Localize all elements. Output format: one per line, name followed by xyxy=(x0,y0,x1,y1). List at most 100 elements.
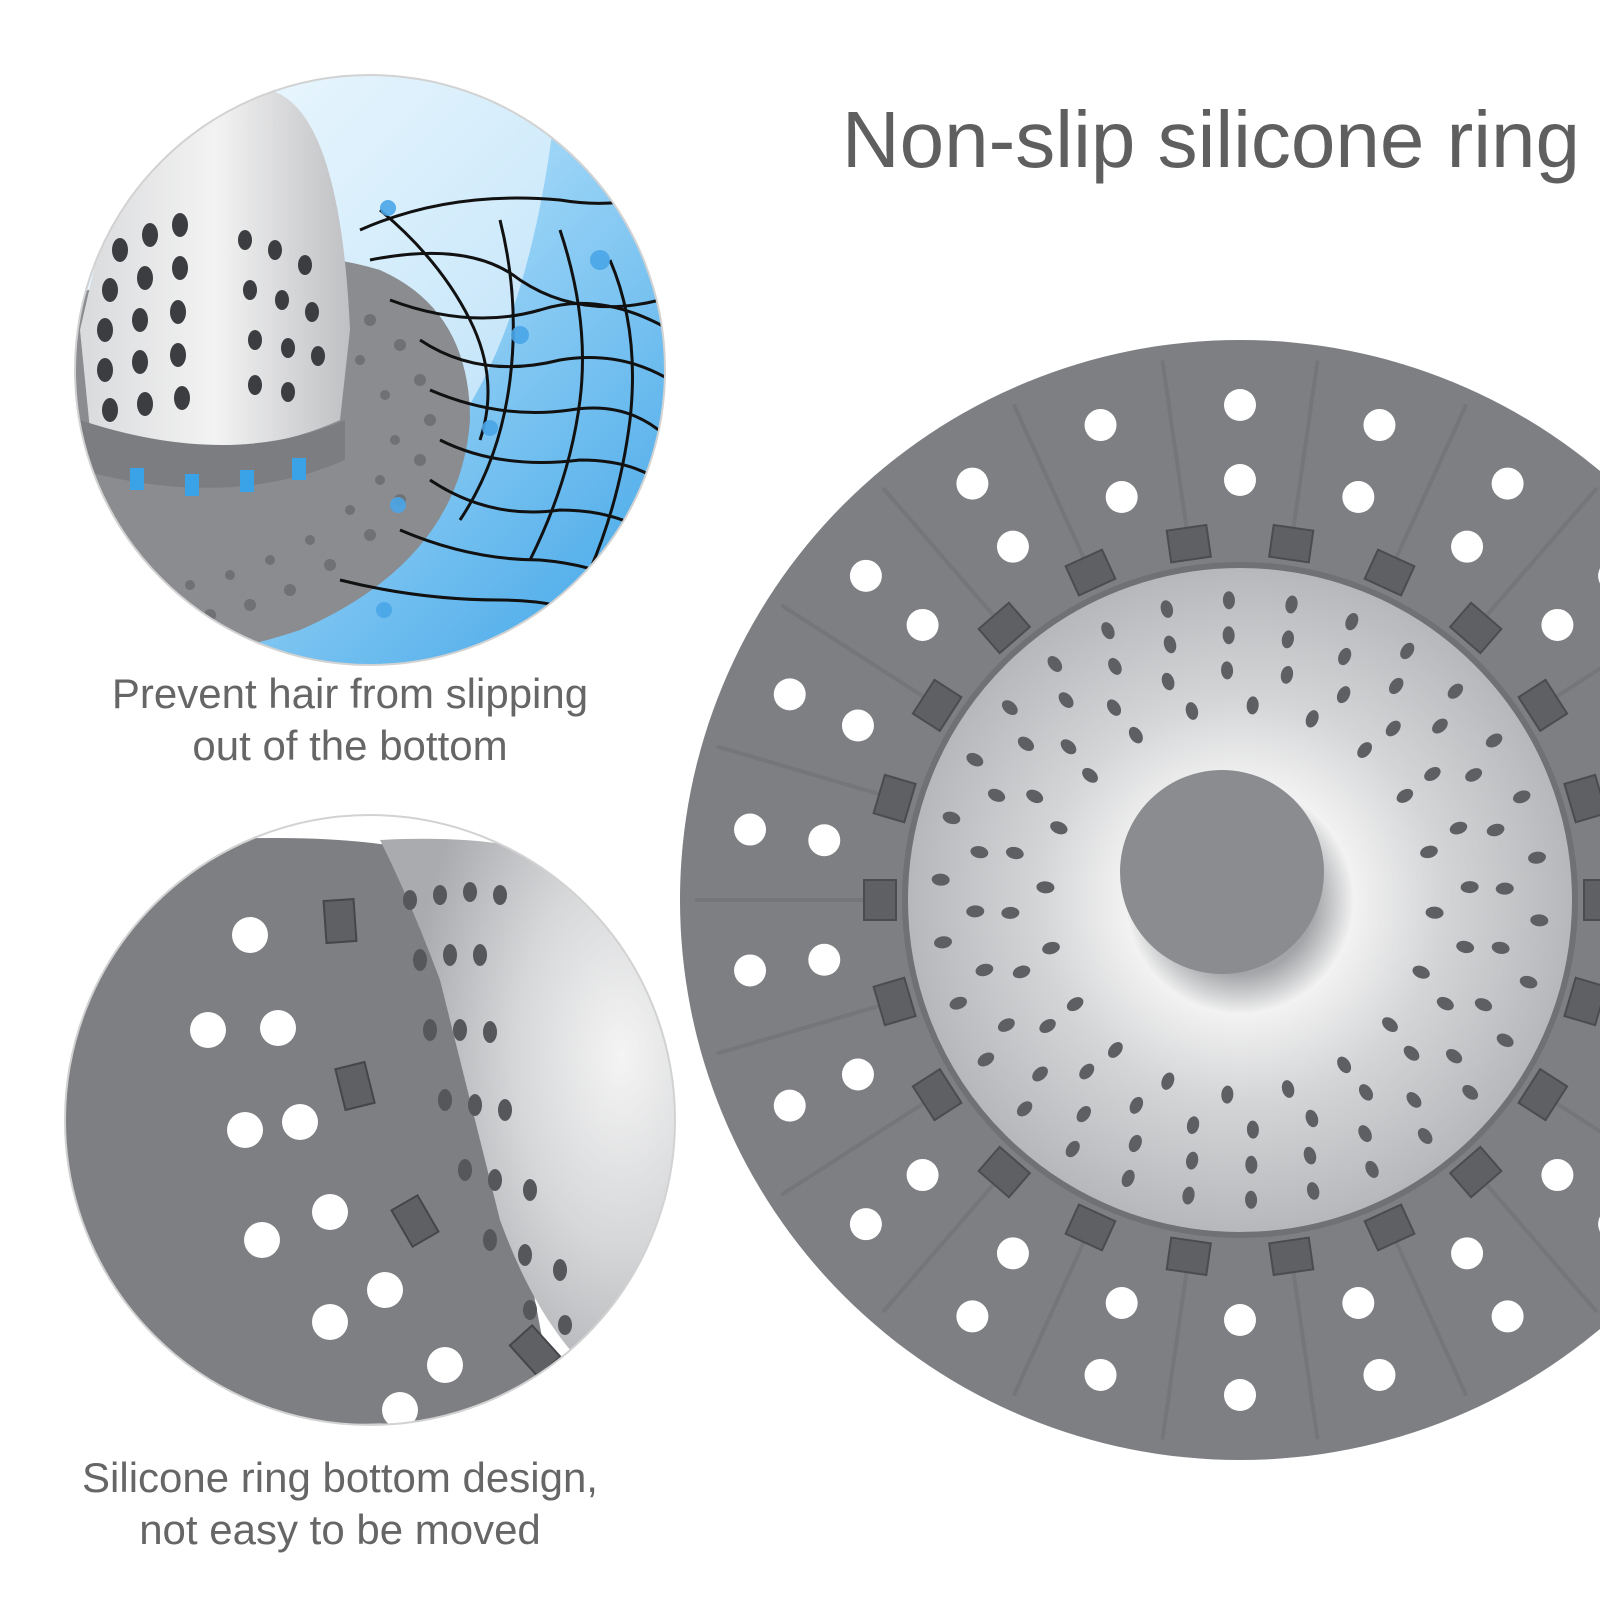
ring-hole xyxy=(996,530,1029,563)
ring-hole xyxy=(956,1300,989,1333)
basket-hole xyxy=(1280,665,1294,684)
ring-hole xyxy=(1224,1304,1256,1336)
ring-slot xyxy=(1517,678,1569,733)
ring-hole xyxy=(1451,1237,1484,1270)
ring-rib xyxy=(1160,1265,1190,1440)
ring-hole xyxy=(1084,1358,1117,1391)
basket-hole xyxy=(1101,622,1115,640)
hair-strands xyxy=(339,188,665,622)
basket-hole xyxy=(1281,1080,1295,1098)
basket-hole xyxy=(1185,702,1199,720)
basket-hole xyxy=(977,1052,995,1067)
ring-rib xyxy=(1480,1178,1599,1314)
basket-hole xyxy=(1462,1085,1479,1100)
basket-hole xyxy=(1001,700,1018,715)
basket-hole xyxy=(1039,1018,1056,1034)
basket-hole xyxy=(1186,1151,1199,1170)
basket-hole xyxy=(1358,1125,1372,1143)
basket-hole xyxy=(1017,736,1035,751)
basket-hole xyxy=(1160,600,1174,618)
ring-rib xyxy=(1290,360,1320,535)
ring-slot xyxy=(1363,1203,1416,1252)
basket-hole xyxy=(1163,635,1177,654)
caption-line: out of the bottom xyxy=(192,722,508,769)
ring-hole xyxy=(1363,409,1396,442)
ring-hole xyxy=(808,824,841,857)
ring-hole xyxy=(1451,530,1484,563)
ring-rib xyxy=(1391,1235,1469,1397)
ring-slot xyxy=(1165,523,1212,564)
basket-hole xyxy=(1001,906,1020,919)
ring-slot xyxy=(1165,1236,1212,1277)
basket-hole xyxy=(1447,683,1464,699)
basket-hole xyxy=(1336,686,1351,704)
basket-hole xyxy=(1221,661,1234,680)
basket-hole xyxy=(1420,845,1438,859)
ring-hole xyxy=(906,1159,939,1192)
ring-slot xyxy=(863,879,897,921)
drain-strainer-main-image xyxy=(680,340,1600,1460)
ring-hole xyxy=(773,1089,806,1122)
steel-basket xyxy=(380,838,675,1380)
detail-circle-frame xyxy=(64,814,676,1426)
basket-hole xyxy=(970,846,989,859)
caption-line: Silicone ring bottom design, xyxy=(82,1454,598,1501)
basket-hole xyxy=(1528,851,1546,864)
basket-hole xyxy=(1032,1066,1048,1082)
ring-hole xyxy=(1342,1286,1375,1319)
basket-hole xyxy=(1474,998,1493,1012)
basket-hole xyxy=(1491,941,1510,954)
basket-hole xyxy=(1338,647,1352,666)
basket-hole xyxy=(1400,642,1415,660)
ring-slot xyxy=(977,1145,1032,1199)
ring-slot xyxy=(1517,1067,1569,1122)
basket-hole xyxy=(1107,1042,1123,1058)
basket-hole xyxy=(1121,1169,1135,1188)
basket-hole xyxy=(1406,1092,1422,1108)
basket-hole xyxy=(1432,718,1448,734)
basket-hole xyxy=(1281,630,1294,649)
ring-rib xyxy=(780,1098,930,1197)
ring-rib xyxy=(1550,666,1600,702)
ring-rib xyxy=(1011,1235,1089,1397)
detail-circle-frame xyxy=(74,74,666,666)
basket-hole xyxy=(1058,692,1074,708)
basket-hole xyxy=(1079,1063,1095,1080)
basket-hole xyxy=(1436,996,1454,1011)
basket-hole xyxy=(1066,997,1084,1012)
basket-hole xyxy=(1076,1105,1091,1123)
basket-hole xyxy=(1303,1146,1317,1165)
basket-hole xyxy=(1456,940,1475,954)
basket-hole xyxy=(1222,591,1235,610)
ring-hole xyxy=(734,813,767,846)
ring-rib xyxy=(716,1002,886,1056)
basket-hole xyxy=(1519,975,1538,989)
ring-hole xyxy=(849,1208,882,1241)
basket-hole xyxy=(949,996,967,1010)
ring-slot xyxy=(911,678,963,733)
ring-hole xyxy=(773,678,806,711)
basket-hole xyxy=(1385,720,1401,737)
ring-slot xyxy=(1563,773,1600,824)
basket-hole xyxy=(1182,1186,1195,1205)
ring-hole xyxy=(1084,409,1117,442)
ring-slot xyxy=(1064,1203,1117,1252)
basket-hole xyxy=(997,1018,1015,1032)
basket-hole xyxy=(1357,742,1373,758)
basket-hole xyxy=(1513,790,1531,804)
basket-hole xyxy=(1365,1160,1379,1178)
basket-hole xyxy=(1389,677,1404,695)
basket-hole xyxy=(1128,726,1143,744)
basket-hole xyxy=(1530,914,1549,927)
ring-hole xyxy=(1363,1358,1396,1391)
basket-hole xyxy=(1337,1056,1352,1074)
ring-hole xyxy=(996,1237,1029,1270)
ring-slot xyxy=(1448,601,1503,655)
ring-slot xyxy=(1064,548,1117,597)
hair-blocking-detail-image xyxy=(74,74,666,666)
basket-hole xyxy=(1005,846,1024,860)
ring-hole xyxy=(734,954,767,987)
basket-hole xyxy=(1128,1134,1142,1153)
basket-hole xyxy=(1012,965,1031,979)
